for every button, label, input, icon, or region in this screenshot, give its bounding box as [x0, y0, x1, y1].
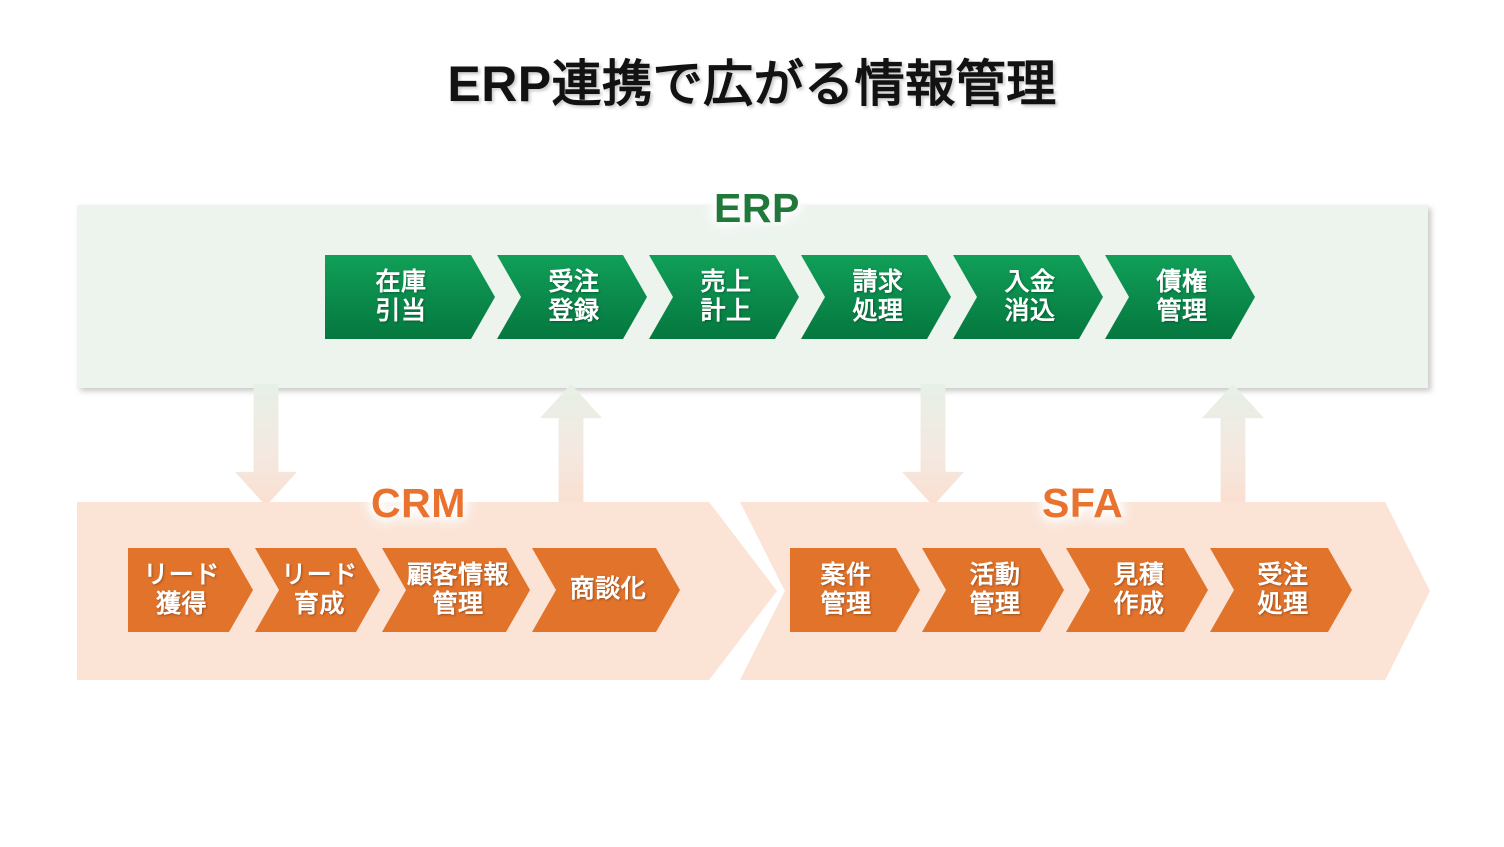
chevron-row-erp: 在庫 引当 受注 登録 売上 計上 請求 処理 入金 消込 債権 管理: [325, 255, 1257, 339]
erp-step-6[interactable]: 債権 管理: [1105, 255, 1255, 339]
connector-arrow-erp-to-crm: [235, 384, 297, 506]
connector-arrow-erp-to-sfa: [902, 384, 964, 506]
erp-step-2[interactable]: 受注 登録: [497, 255, 647, 339]
erp-step-5[interactable]: 入金 消込: [953, 255, 1103, 339]
sfa-step-3[interactable]: 見積 作成: [1066, 548, 1208, 632]
chevron-row-crm: リード 獲得 リード 育成 顧客情報 管理 商談化: [128, 548, 682, 632]
sfa-step-4[interactable]: 受注 処理: [1210, 548, 1352, 632]
sfa-step-1[interactable]: 案件 管理: [790, 548, 920, 632]
crm-step-3[interactable]: 顧客情報 管理: [382, 548, 530, 632]
connector-arrow-crm-to-erp: [540, 384, 602, 506]
erp-step-1[interactable]: 在庫 引当: [325, 255, 495, 339]
page-title: ERP連携で広がる情報管理: [447, 56, 1057, 112]
chevron-row-sfa: 案件 管理 活動 管理 見積 作成 受注 処理: [790, 548, 1354, 632]
band-label-sfa: SFA: [1042, 480, 1124, 526]
crm-step-2[interactable]: リード 育成: [255, 548, 380, 632]
band-label-crm: CRM: [371, 480, 466, 526]
crm-step-4[interactable]: 商談化: [532, 548, 680, 632]
connector-arrow-sfa-to-erp: [1202, 384, 1264, 506]
erp-step-4[interactable]: 請求 処理: [801, 255, 951, 339]
sfa-step-2[interactable]: 活動 管理: [922, 548, 1064, 632]
crm-step-1[interactable]: リード 獲得: [128, 548, 253, 632]
band-label-erp: ERP: [714, 185, 800, 231]
erp-step-3[interactable]: 売上 計上: [649, 255, 799, 339]
